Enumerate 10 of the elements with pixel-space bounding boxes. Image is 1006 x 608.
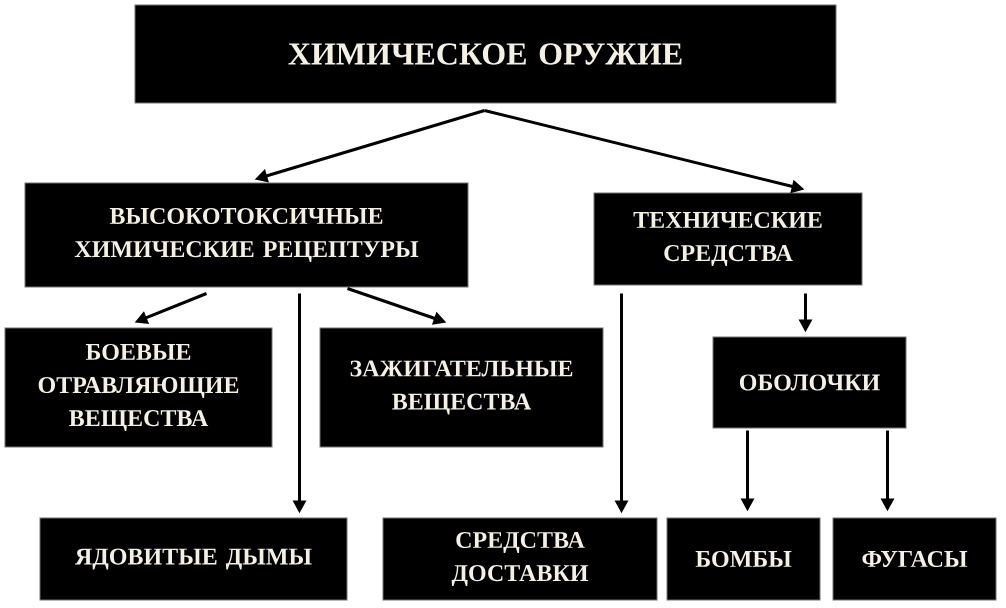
- category-box: ВЫСОКОТОКСИЧНЫЕ ХИМИЧЕСКИЕ РЕЦЕПТУРЫ: [24, 182, 469, 288]
- category-box: СРЕДСТВА ДОСТАВКИ: [382, 517, 658, 601]
- category-box: ЯДОВИТЫЕ ДЫМЫ: [39, 517, 348, 601]
- category-box: ОБОЛОЧКИ: [712, 336, 907, 429]
- category-box: ТЕХНИЧЕСКИЕ СРЕДСТВА: [593, 192, 863, 286]
- category-box: БОМБЫ: [666, 517, 821, 601]
- category-box: ФУГАСЫ: [832, 517, 997, 601]
- category-box: ЗАЖИГАТЕЛЬНЫЕ ВЕЩЕСТВА: [319, 327, 604, 448]
- category-box: ХИМИЧЕСКОЕ ОРУЖИЕ: [134, 4, 837, 104]
- category-box: БОЕВЫЕ ОТРАВЛЯЮЩИЕ ВЕЩЕСТВА: [4, 327, 273, 448]
